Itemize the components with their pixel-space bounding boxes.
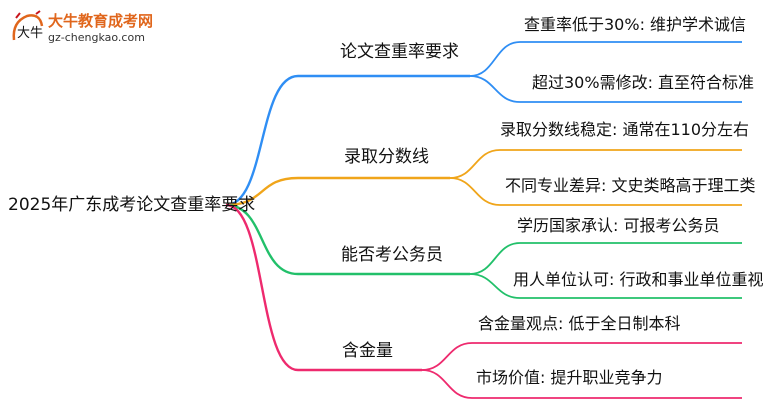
leaf-over-30-revise: 超过30%需修改: 直至符合标准 [532,73,755,92]
leaf-employer-recognition: 用人单位认可: 行政和事业单位重视 [513,270,763,289]
leaf-major-difference: 不同专业差异: 文史类略高于理工类 [505,176,756,195]
branch-to-leaf-connector [469,41,742,77]
branch-civil-service: 能否考公务员 [341,245,443,265]
branch-to-leaf-connector [469,75,742,103]
logo-mark-text: 大牛 [17,26,43,41]
root-to-branch-connector [225,176,299,207]
branch-paper-check-rate: 论文查重率要求 [340,42,459,62]
branch-admission-score: 录取分数线 [344,147,429,167]
branch-to-leaf-connector [449,149,742,179]
bull-logo-icon: 大牛 [12,10,44,41]
branch-to-leaf-connector [449,177,742,206]
leaf-check-rate-below-30: 查重率低于30%: 维护学术诚信 [524,15,747,34]
site-logo: 大牛 大牛教育成考网 gz-chengkao.com [8,6,168,52]
root-to-branch-connector [225,74,299,207]
branch-to-leaf-connector [421,342,742,371]
branch-to-leaf-connector [421,369,742,399]
root-to-branch-connector [225,203,299,276]
leaf-score-stable: 录取分数线稳定: 通常在110分左右 [500,120,750,139]
leaf-degree-recognized: 学历国家承认: 可报考公务员 [517,216,720,235]
leaf-market-value: 市场价值: 提升职业竞争力 [476,368,663,387]
branch-to-leaf-connector [469,242,742,275]
leaf-value-viewpoint: 含金量观点: 低于全日制本科 [478,314,681,333]
logo-subtitle: gz-chengkao.com [48,31,145,44]
branch-to-leaf-connector [469,273,742,299]
root-to-branch-connector [225,203,299,372]
branch-value: 含金量 [342,341,393,361]
root-topic: 2025年广东成考论文查重率要求 [8,195,256,215]
logo-title: 大牛教育成考网 [48,12,154,30]
